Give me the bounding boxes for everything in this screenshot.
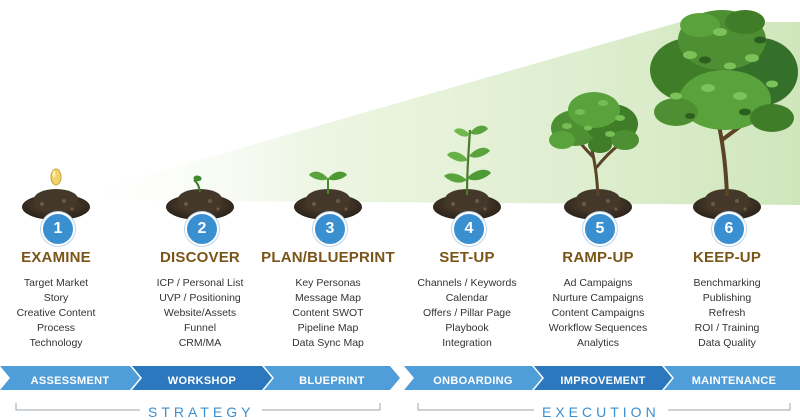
stage-item-list: Channels / Keywords Calendar Offers / Pi… [397,276,537,351]
stage-item: Target Market [23,277,89,289]
stage-title: RAMP-UP [562,249,634,266]
stage-item: Nurture Campaigns [552,291,644,304]
stage-item: Benchmarking [693,277,761,289]
stage-item: CRM/MA [178,336,222,349]
stage-item: Refresh [708,306,746,319]
sprout-icon [193,175,202,193]
stage-ramp-up: RAMP-UP Ad Campaigns Nurture Campaigns C… [528,0,668,360]
stage-item: Process [37,321,75,334]
step-badge-4: 4 [452,212,486,246]
phase-chevron-maintenance [664,366,800,390]
soil-mound-2 [166,189,234,220]
phase-label-onboarding: ONBOARDING [433,375,513,387]
stage-item: Key Personas [295,277,361,289]
stage-item: Funnel [183,321,217,334]
stage-item: Content SWOT [292,306,364,319]
stage-item: Message Map [295,291,361,304]
phase-label-assessment: ASSESSMENT [30,375,110,387]
stage-plan-blueprint: PLAN/BLUEPRINT Key Personas Message Map … [258,0,398,360]
stage-keep-up: KEEP-UP Benchmarking Publishing Refresh … [657,0,797,360]
soil-mound-1 [22,189,90,220]
stage-set-up: SET-UP Channels / Keywords Calendar Offe… [397,0,537,360]
stage-item: UVP / Positioning [159,291,241,304]
stage-examine: EXAMINE Target Market Story Creative Con… [0,0,126,360]
group-label-strategy: STRATEGY [140,404,263,420]
step-badge-1: 1 [41,212,75,246]
phase-chevron-improvement [534,366,672,390]
stage-title: DISCOVER [160,249,240,266]
stage-item: Pipeline Map [297,321,359,334]
seed-icon [50,168,62,186]
soil-mound-3 [294,189,362,220]
step-badge-2: 2 [185,212,219,246]
small-tree-icon [549,92,639,197]
phase-chevron-assessment [0,366,140,390]
stage-item: ROI / Training [694,321,760,334]
phase-chevron-blueprint [264,366,400,390]
stage-item: Content Campaigns [551,306,645,319]
step-badge-3: 3 [313,212,347,246]
stage-item: ICP / Personal List [156,277,244,289]
stage-item: Playbook [445,321,489,334]
stage-title: SET-UP [439,249,495,266]
stage-item: Integration [442,336,492,349]
stage-item: Data Sync Map [292,336,364,349]
stage-item-list: Benchmarking Publishing Refresh ROI / Tr… [657,276,797,351]
stage-item-list: Ad Campaigns Nurture Campaigns Content C… [528,276,668,351]
phase-chevron-onboarding [404,366,542,390]
stage-item: Website/Assets [163,306,237,319]
stage-item: Channels / Keywords [417,277,517,289]
stage-item: Creative Content [16,306,96,319]
stage-item: Story [43,291,69,304]
stage-title: PLAN/BLUEPRINT [261,249,395,266]
young-plant-icon [444,125,491,196]
phase-label-blueprint: BLUEPRINT [299,375,365,387]
step-badge-6: 6 [712,212,746,246]
phase-label-workshop: WORKSHOP [167,375,237,387]
stage-item: Publishing [702,291,752,304]
soil-mound-4 [433,189,501,220]
stage-item: Technology [29,336,83,349]
stage-item-list: Target Market Story Creative Content Pro… [0,276,126,351]
stage-discover: DISCOVER ICP / Personal List UVP / Posit… [130,0,270,360]
stage-item-list: ICP / Personal List UVP / Positioning We… [130,276,270,351]
stage-title: EXAMINE [21,249,91,266]
stage-item: Ad Campaigns [563,277,633,289]
stage-item-list: Key Personas Message Map Content SWOT Pi… [258,276,398,351]
stage-title: KEEP-UP [692,249,762,266]
stage-item: Analytics [576,336,619,349]
stage-item: Offers / Pillar Page [423,306,511,319]
stage-item: Data Quality [698,336,756,349]
growth-glow [60,22,800,205]
step-badge-5: 5 [583,212,617,246]
soil-mound-6 [693,189,761,220]
group-label-execution: EXECUTION [534,404,668,420]
phase-label-maintenance: MAINTENANCE [691,375,777,387]
stage-item: Calendar [445,291,489,304]
stage-item: Workflow Sequences [548,321,648,334]
phase-label-improvement: IMPROVEMENT [560,375,646,387]
seedling-icon [309,171,347,194]
large-tree-icon [650,10,798,197]
soil-mound-5 [564,189,632,220]
phase-chevron-workshop [132,366,272,390]
